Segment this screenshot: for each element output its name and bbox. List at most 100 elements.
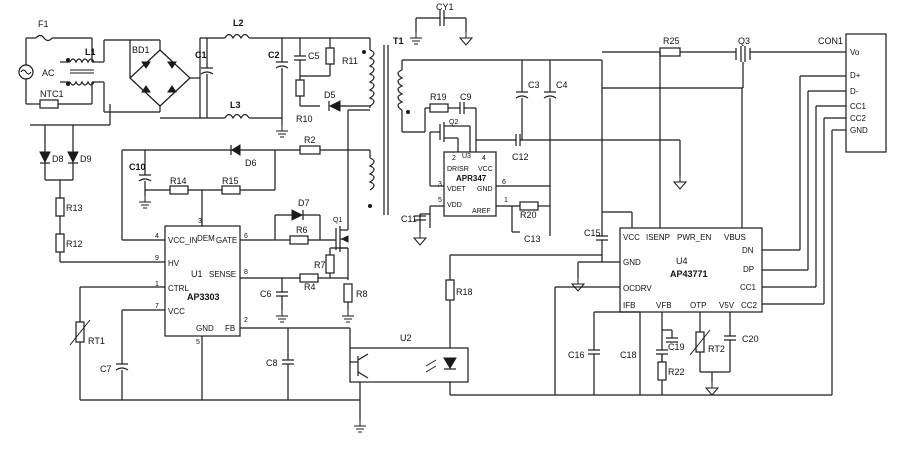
resistor-r20 (519, 201, 539, 211)
u3-pin-num-2: 2 (452, 155, 456, 162)
label-l2: L2 (233, 18, 244, 28)
label-c6: C6 (260, 289, 272, 299)
mosfet-q2 (430, 122, 458, 142)
u1-pin-gnd: GND (196, 324, 214, 333)
u1-pin-sense: SENSE (209, 270, 236, 279)
label-d5: D5 (324, 90, 336, 100)
mosfet-q3 (732, 46, 846, 72)
label-c8: C8 (266, 358, 278, 368)
u4-ref: U4 (676, 256, 688, 266)
choke-l1 (66, 58, 95, 86)
u4-pin-ocdrv: OCDRV (623, 284, 652, 293)
diode-d8 (39, 151, 51, 164)
u3-pin-num-3: 3 (438, 181, 442, 188)
u3-pin-vdet: VDET (447, 186, 466, 193)
u4-pin-pwren: PWR_EN (677, 233, 711, 242)
resistor-r6 (289, 235, 309, 245)
label-c15: C15 (584, 228, 601, 238)
resistor-r10 (295, 79, 305, 97)
label-r11: R11 (342, 56, 358, 66)
u3-pin-num-6: 6 (502, 179, 506, 186)
label-d7: D7 (298, 198, 310, 208)
label-c2: C2 (268, 50, 280, 60)
label-ntc1: NTC1 (40, 89, 64, 99)
label-u2: U2 (400, 333, 412, 343)
input-section: AC F1 NTC1 L1 (18, 19, 130, 113)
u3-ref: U3 (462, 153, 471, 160)
u1-pin-num-7: 7 (155, 303, 159, 310)
connector-con1 (845, 33, 887, 153)
resistor-r15 (221, 185, 241, 195)
u4-pin-vbus: VBUS (724, 233, 746, 242)
diode-d6 (231, 144, 241, 156)
label-r2: R2 (304, 135, 316, 145)
label-f1: F1 (38, 19, 49, 29)
con1-pin-vo: Vo (850, 48, 860, 57)
resistor-r22 (657, 361, 667, 381)
u1-pin-vccin: VCC_IN (168, 236, 198, 245)
u1-pin-num-1: 1 (155, 281, 159, 288)
capacitor-c5 (294, 38, 306, 80)
capacitor-c2 (275, 38, 289, 118)
u1-pin-ctrl: CTRL (168, 284, 189, 293)
diode-d5 (328, 100, 341, 112)
u4-pin-v5v: V5V (719, 301, 735, 310)
resistor-r4 (299, 273, 319, 283)
u1-pin-num-3: 3 (198, 218, 202, 225)
label-ac: AC (42, 68, 55, 78)
u1-pin-fb: FB (225, 324, 235, 333)
label-con1: CON1 (818, 36, 843, 46)
u4-part: AP43771 (670, 269, 708, 279)
u3-pin-gnd: GND (477, 186, 493, 193)
label-r8: R8 (356, 289, 368, 299)
u1-pin-hv: HV (168, 259, 180, 268)
capacitor-c1 (200, 38, 214, 118)
label-r14: R14 (170, 176, 187, 186)
label-rt2: RT2 (708, 344, 725, 354)
label-c10: C10 (129, 162, 146, 172)
resistor-r13 (55, 197, 65, 217)
ic-u4-ap43771 (619, 227, 763, 313)
label-t1: T1 (393, 36, 404, 46)
resistor-r12 (55, 233, 65, 253)
inductor-l3 (224, 113, 250, 120)
u4-pin-dp: DP (743, 265, 754, 274)
label-c19: C19 (668, 342, 685, 352)
con1-pin-cc1: CC1 (850, 102, 867, 111)
label-r15: R15 (222, 176, 239, 186)
con1-pin-dminus: D- (850, 87, 859, 96)
label-c1: C1 (195, 50, 207, 60)
label-c11: C11 (401, 214, 417, 224)
u4-pin-dn: DN (742, 246, 754, 255)
con1-pin-cc2: CC2 (850, 114, 867, 123)
label-r25: R25 (663, 36, 680, 46)
label-d9: D9 (80, 154, 92, 164)
diode-d9 (67, 151, 79, 164)
label-c16: C16 (568, 350, 585, 360)
label-c13: C13 (524, 234, 541, 244)
label-c4: C4 (556, 80, 568, 90)
resistor-r25 (659, 47, 681, 57)
label-c9: C9 (460, 92, 472, 102)
u1-ref: U1 (191, 269, 203, 279)
u4-pin-cc1: CC1 (740, 283, 757, 292)
resistor-r14 (169, 185, 189, 195)
u3-pin-num-1: 1 (504, 197, 508, 204)
u1-pin-dem: DEM (197, 234, 215, 243)
label-d6: D6 (245, 158, 257, 168)
inductor-l2 (224, 33, 250, 40)
label-c18: C18 (620, 350, 637, 360)
u3-pin-drisr: DRISR (447, 166, 469, 173)
u3-pin-num-4: 4 (482, 155, 486, 162)
u4-pin-cc2: CC2 (741, 301, 758, 310)
u1-pin-num-5: 5 (196, 339, 200, 346)
u1-pin-num-4: 4 (155, 233, 159, 240)
label-r22: R22 (668, 367, 685, 377)
u1-pin-vcc: VCC (168, 307, 185, 316)
bridge-rectifier-bd1 (129, 39, 191, 113)
u1-part: AP3303 (187, 292, 220, 302)
u1-pin-gate: GATE (216, 236, 237, 245)
u4-pin-vcc: VCC (623, 233, 640, 242)
label-r20: R20 (520, 210, 537, 220)
label-l3: L3 (230, 100, 241, 110)
